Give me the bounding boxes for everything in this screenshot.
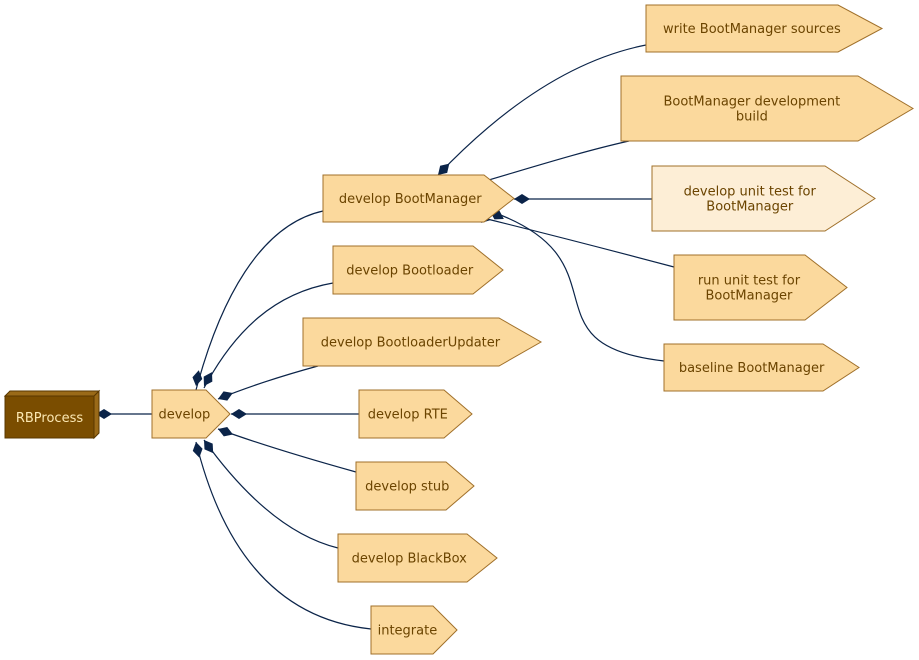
node-label: build xyxy=(736,110,768,125)
node-shape xyxy=(673,254,848,321)
edge-develop-to-develop_bootloader xyxy=(203,282,334,389)
edge-line xyxy=(217,365,319,400)
node-label: develop BlackBox xyxy=(352,552,468,567)
node-shape xyxy=(645,4,884,53)
node-shape xyxy=(620,75,914,142)
diamond-icon xyxy=(192,370,203,386)
node-label: develop stub xyxy=(365,480,449,495)
node-label: BootManager xyxy=(706,200,794,215)
node-develop[interactable]: develop xyxy=(151,389,231,439)
node-label: develop unit test for xyxy=(684,185,817,200)
node-develop-blackbox[interactable]: develop BlackBox xyxy=(337,533,498,583)
edge-develop-to-develop_bootmanager xyxy=(192,210,324,391)
node-develop-bootmanager[interactable]: develop BootManager xyxy=(322,174,515,223)
node-shape xyxy=(302,317,543,367)
node-label: BootManager development xyxy=(663,95,840,110)
node-integrate[interactable]: integrate xyxy=(370,605,458,655)
node-shape xyxy=(663,343,860,392)
diamond-icon xyxy=(231,409,247,419)
node-develop-rte[interactable]: develop RTE xyxy=(358,389,473,439)
diamond-icon xyxy=(192,442,203,458)
node-root[interactable]: RBProcess xyxy=(3,389,101,440)
node-shape xyxy=(651,165,876,232)
node-label: BootManager xyxy=(705,289,793,304)
diamond-icon xyxy=(204,440,214,454)
edge-develop_bootmanager-to-run_unit_test xyxy=(474,213,675,268)
edge-develop_bootmanager-to-dev_unit_test xyxy=(514,194,652,204)
diamond-icon xyxy=(438,163,450,175)
node-label: develop Bootloader xyxy=(346,264,474,279)
node-develop-stub[interactable]: develop stub xyxy=(355,461,475,511)
edge-develop-to-develop_rte xyxy=(231,409,359,419)
edge-line xyxy=(195,210,324,391)
edge-develop-to-develop_stub xyxy=(217,427,357,473)
diamond-icon xyxy=(514,194,530,204)
node-write-sources[interactable]: write BootManager sources xyxy=(645,4,884,53)
edge-develop-to-develop_blackbox xyxy=(203,439,339,549)
node-shape xyxy=(337,533,498,583)
edge-develop-to-integrate xyxy=(192,441,372,630)
node-label: integrate xyxy=(378,624,438,639)
node-label: develop RTE xyxy=(368,408,448,423)
node-baseline[interactable]: baseline BootManager xyxy=(663,343,860,392)
node-label: develop BootManager xyxy=(339,192,482,207)
edge-develop_bootmanager-to-dev_build xyxy=(474,140,630,187)
edge-line xyxy=(195,441,372,630)
node-develop-bootloader[interactable]: develop Bootloader xyxy=(332,245,504,295)
node-label: baseline BootManager xyxy=(679,361,825,376)
edge-root-to-develop xyxy=(96,409,152,419)
nodes-layer: RBProcess develop develop BootManager devel… xyxy=(3,4,914,655)
edge-line xyxy=(437,44,647,176)
node-shape xyxy=(358,389,473,439)
node-shape xyxy=(370,605,458,655)
edge-line xyxy=(489,210,665,362)
node-shape xyxy=(355,461,475,511)
node-label: run unit test for xyxy=(698,274,801,289)
edge-line xyxy=(217,428,357,473)
diamond-icon xyxy=(203,372,213,386)
edge-line xyxy=(203,439,339,549)
node-label: RBProcess xyxy=(16,411,83,426)
node-develop-bootloaderupdater[interactable]: develop BootloaderUpdater xyxy=(302,317,543,367)
node-shape xyxy=(151,389,231,439)
node-shape xyxy=(332,245,504,295)
node-label: develop BootloaderUpdater xyxy=(321,336,501,351)
node-shape xyxy=(322,174,515,223)
diamond-icon xyxy=(218,391,233,401)
diamond-icon xyxy=(218,427,234,437)
node-shape xyxy=(4,395,95,439)
edge-develop_bootmanager-to-write_sources xyxy=(437,44,647,176)
edge-line xyxy=(203,282,334,389)
node-label: develop xyxy=(159,408,211,423)
diamond-icon xyxy=(96,409,112,419)
edge-develop-to-develop_bootloaderupdater xyxy=(217,365,319,401)
node-label: write BootManager sources xyxy=(663,22,841,37)
edge-line xyxy=(474,215,675,268)
edge-line xyxy=(474,140,630,185)
node-top xyxy=(3,390,101,397)
node-side xyxy=(93,389,100,440)
